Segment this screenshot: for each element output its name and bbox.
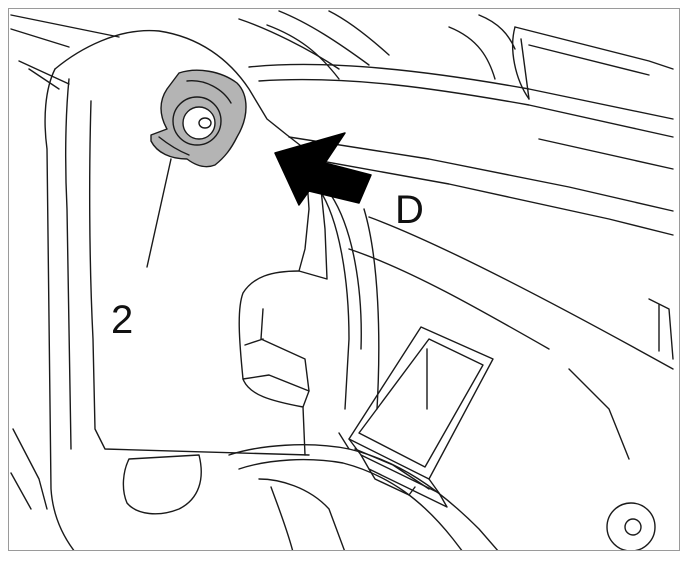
callout-2-leader xyxy=(146,158,172,268)
lower-duct-assembly xyxy=(228,432,499,550)
callout-d-label: D xyxy=(395,188,424,232)
round-knob xyxy=(606,502,656,550)
callout-2-label: 2 xyxy=(111,298,133,342)
side-panel-strip xyxy=(318,188,380,410)
figure-frame: 2 D xyxy=(8,8,680,551)
direction-arrow xyxy=(274,132,372,206)
mounting-bracket xyxy=(44,29,328,550)
technical-illustration: 2 D xyxy=(10,10,674,550)
display-panel xyxy=(348,326,494,508)
clip-fastener xyxy=(150,69,247,168)
dashboard-background-lines xyxy=(238,10,674,460)
upper-rail-lines xyxy=(10,14,120,90)
lower-bracket-tab xyxy=(10,428,202,515)
